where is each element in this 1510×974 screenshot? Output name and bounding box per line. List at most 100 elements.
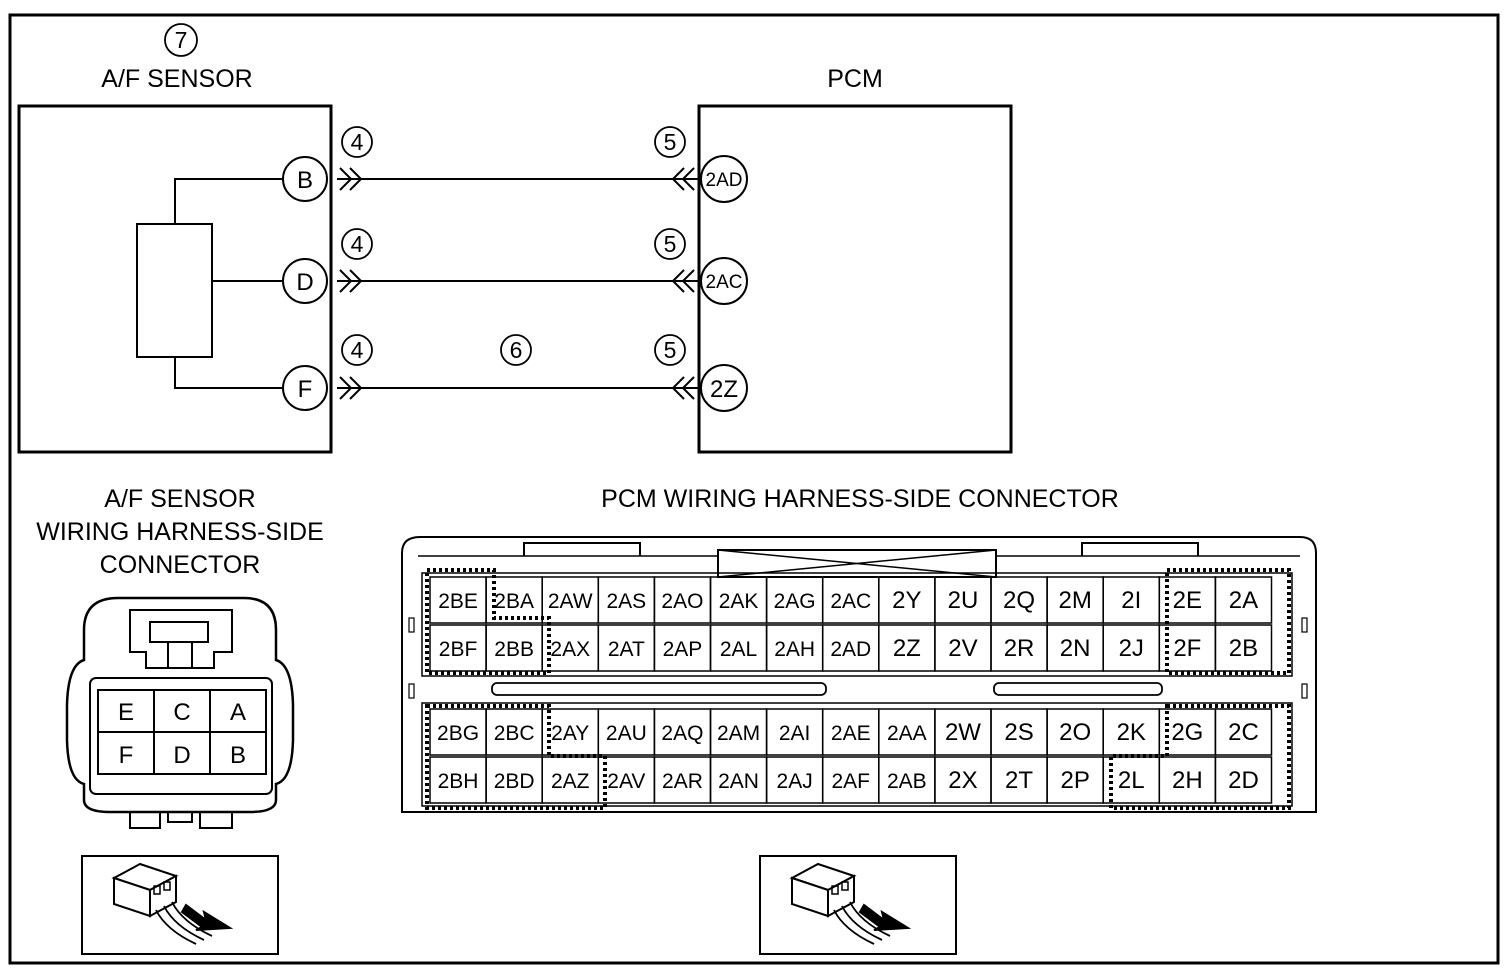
callout-4b: 4	[351, 231, 364, 257]
pcm-terminal-label: 2Z	[893, 635, 921, 662]
pcm-terminal-label: 2V	[948, 635, 977, 662]
pcm-terminal-label: 2Q	[1003, 587, 1035, 614]
af-pin-b: B	[297, 167, 313, 194]
pcm-terminal-label: 2BF	[439, 638, 478, 661]
pcm-terminal-label: 2M	[1058, 587, 1091, 614]
pcm-terminal-label: 2AK	[719, 590, 759, 613]
af-pin-d: D	[296, 269, 313, 296]
pcm-title: PCM	[827, 65, 883, 93]
pcm-terminal-label: 2C	[1228, 719, 1259, 746]
connector-chevron-sensor-f	[339, 376, 363, 400]
pcm-terminal-label: 2AM	[717, 722, 760, 745]
pcm-connector-tab-left	[523, 542, 641, 556]
af-cell-f: F	[119, 742, 134, 769]
pcm-terminal-label: 2AN	[718, 770, 759, 793]
pcm-pin-2ac: 2AC	[706, 272, 743, 293]
pcm-hatch-lower-right	[1109, 704, 1291, 810]
pcm-terminal-label: 2R	[1004, 635, 1035, 662]
pcm-terminal-label: 2AV	[607, 770, 645, 793]
af-connector-latch-tab	[149, 621, 209, 643]
af-pin-d-circle	[282, 258, 328, 304]
pcm-view-slot-2	[841, 881, 849, 891]
pcm-terminal-label: 2AO	[661, 590, 703, 613]
pcm-view-wires	[833, 901, 891, 945]
pcm-view-arrow-icon	[858, 903, 912, 931]
pcm-terminal-label: 2AU	[606, 722, 647, 745]
sensor-element	[136, 223, 213, 358]
af-view-slot-1	[153, 885, 161, 895]
pcm-terminal-label: 2G	[1171, 719, 1203, 746]
pcm-hatch-upper-right	[1165, 568, 1291, 675]
connector-chevron-sensor-d	[339, 269, 363, 293]
pcm-terminal-label: 2BD	[494, 770, 535, 793]
pcm-pin-2ad: 2AD	[706, 170, 743, 191]
af-view-slot-2	[163, 881, 171, 891]
af-sensor-ref-circle	[164, 23, 198, 57]
af-view-icon-frame	[81, 855, 279, 955]
pcm-terminal-cell	[1214, 756, 1273, 804]
sensor-wire-f	[174, 357, 283, 389]
pcm-terminal-label: 2AC	[830, 590, 871, 613]
af-connector-view-icon	[81, 855, 279, 955]
af-view-wires	[155, 901, 213, 945]
diagram-frame	[8, 13, 1500, 965]
callout-4a: 4	[351, 129, 364, 155]
pcm-nub-r2	[1301, 683, 1308, 699]
pcm-terminal-label: 2W	[945, 719, 981, 746]
af-cell-b: B	[230, 742, 246, 769]
pcm-pin-2z-circle	[700, 364, 748, 412]
pcm-terminal-label: 2AR	[662, 770, 703, 793]
af-cell-a: A	[230, 699, 246, 726]
connector-chevron-sensor-b	[339, 167, 363, 191]
af-connector-housing	[65, 596, 295, 814]
pcm-terminal-label: 2F	[1173, 635, 1201, 662]
af-sensor-box	[17, 104, 333, 454]
callouts: 4 4 4 5 5 5 6	[341, 126, 686, 366]
callout-5b: 5	[664, 231, 677, 257]
pcm-nub-r1	[1301, 617, 1308, 633]
pcm-terminal-cell	[1214, 576, 1273, 624]
pcm-terminal-label: 2O	[1059, 719, 1091, 746]
af-connector-title-line1: A/F SENSOR	[104, 485, 255, 513]
af-connector-face	[89, 677, 273, 795]
pcm-terminal-label: 2AS	[606, 590, 646, 613]
pcm-connector-view-icon	[759, 855, 957, 955]
af-connector-title-line3: CONNECTOR	[100, 551, 261, 579]
af-cell-c: C	[173, 699, 190, 726]
pcm-terminal-label: 2AJ	[777, 770, 813, 793]
connector-chevron-pcm-2ad	[671, 167, 695, 191]
callout-circle-4a	[341, 126, 373, 158]
harness-wires	[337, 167, 699, 400]
pcm-terminal-label: 2AY	[551, 722, 589, 745]
pcm-divider-right	[993, 682, 1163, 696]
pcm-connector-tab-right	[1081, 542, 1199, 556]
pcm-box	[697, 104, 1013, 454]
pcm-terminal-label: 2I	[1121, 587, 1141, 614]
pcm-terminal-label: 2K	[1117, 719, 1146, 746]
pcm-terminal-label: 2AA	[887, 722, 927, 745]
af-connector-feet	[129, 812, 233, 829]
af-sensor-ref-number: 7	[175, 27, 188, 53]
pcm-hatch-lower-left	[425, 704, 607, 810]
pcm-terminal-label: 2AD	[830, 638, 871, 661]
pcm-terminal-label: 2AH	[774, 638, 815, 661]
pcm-terminal-label: 2AI	[779, 722, 811, 745]
pcm-terminal-label: 2L	[1118, 767, 1145, 794]
pcm-terminal-label: 2T	[1005, 767, 1033, 794]
pcm-connector-housing	[401, 536, 1317, 813]
callout-4c: 4	[351, 337, 364, 363]
pcm-terminal-label: 2AP	[663, 638, 703, 661]
pcm-block: PCM 2AD 2AC 2Z	[697, 65, 1013, 454]
af-cell-d: D	[173, 742, 190, 769]
pcm-upper-block	[421, 572, 1293, 677]
pcm-terminal-label: 2E	[1173, 587, 1202, 614]
pcm-terminal-label: 2AF	[831, 770, 870, 793]
pcm-terminal-label: 2Y	[892, 587, 921, 614]
pcm-divider-left	[491, 682, 827, 696]
pcm-terminal-label: 2BA	[494, 590, 534, 613]
pcm-terminal-label: 2N	[1060, 635, 1091, 662]
connector-chevron-pcm-2z	[671, 376, 695, 400]
